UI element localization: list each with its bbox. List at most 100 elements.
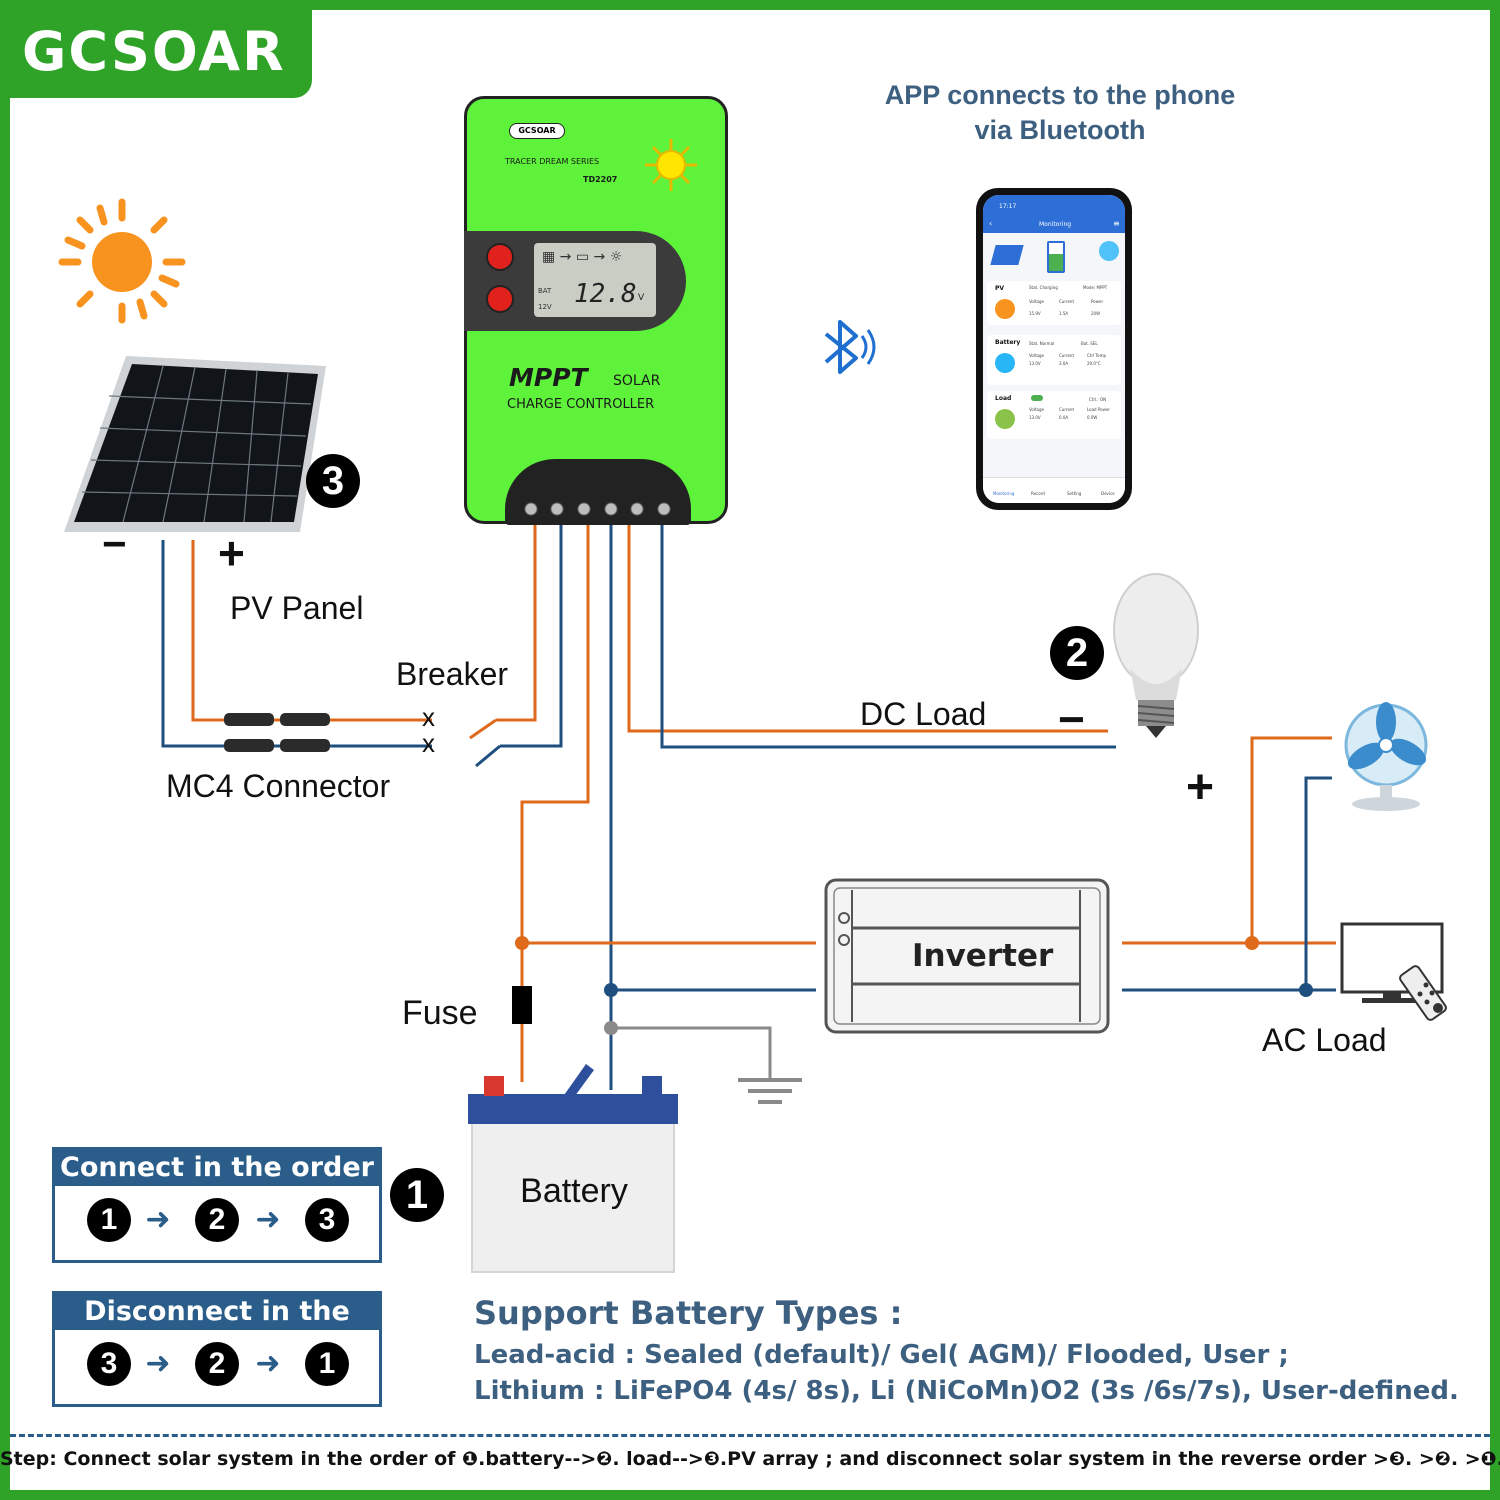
brand-logo: GCSOAR xyxy=(0,0,312,98)
phone-nav-setting[interactable]: Setting xyxy=(1067,491,1082,496)
phone-battery-col-2: Ctrl Temp xyxy=(1087,353,1107,358)
app-caption-line1: APP connects to the phone xyxy=(884,80,1236,110)
breaker-label: Breaker xyxy=(396,656,509,692)
dc-load-label: DC Load xyxy=(860,696,987,732)
phone-nav-device[interactable]: Device xyxy=(1101,491,1115,496)
controller-mppt: MPPT xyxy=(509,363,588,392)
phone-bulb-icon xyxy=(1099,241,1119,261)
phone-bottom-nav xyxy=(983,477,1125,503)
pv-panel-label: PV Panel xyxy=(230,590,364,626)
phone-load-col-1: Current xyxy=(1059,407,1075,412)
phone-load-col-0: Voltage xyxy=(1029,407,1045,412)
phone-battery-icon xyxy=(1047,241,1065,273)
phone-back-icon[interactable]: ‹ xyxy=(989,219,993,228)
footer-divider xyxy=(10,1434,1490,1437)
lcd-value: 12.8 xyxy=(574,279,637,309)
phone-battery-sel: Bat. SEL xyxy=(1081,341,1098,346)
phone-load-label: Load xyxy=(995,395,1012,402)
phone-nav-monitoring[interactable]: Monitoring xyxy=(993,491,1015,496)
controller-sun-icon xyxy=(645,139,697,191)
phone-screen-title: Monitoring xyxy=(1039,221,1072,228)
phone-battery-val-0: 13.0V xyxy=(1029,361,1041,366)
phone-pv-val-2: 20W xyxy=(1091,311,1101,316)
phone-load-val-1: 0.0A xyxy=(1059,415,1069,420)
pv-panel-icon xyxy=(64,356,326,532)
phone-nav-record[interactable]: Record xyxy=(1031,491,1045,496)
disconnect-order-box: Disconnect in the order 3 ➜ 2 ➜ 1 xyxy=(52,1291,382,1407)
phone-load-col-2: Load Power xyxy=(1087,407,1110,412)
phone-pv-mode: Mode: MPPT xyxy=(1083,285,1108,290)
phone-header xyxy=(983,195,1125,233)
phone-time: 17:17 xyxy=(999,203,1017,210)
inverter-label: Inverter xyxy=(912,938,1054,974)
step-marker-2: 2 xyxy=(1050,626,1104,680)
phone-pv-val-0: 15.9V xyxy=(1029,311,1041,316)
ac-load-label: AC Load xyxy=(1262,1022,1387,1058)
connect-step-3: 3 xyxy=(305,1198,349,1242)
phone-pv-val-1: 1.5A xyxy=(1059,311,1069,316)
footer-step-text: Step: Connect solar system in the order … xyxy=(0,1448,1500,1470)
pv-plus-label: + xyxy=(218,527,245,579)
charge-controller: GCSOAR TRACER DREAM SERIES TD2207 ▦ → ▭ … xyxy=(464,96,728,525)
phone-load-val-0: 13.0V xyxy=(1029,415,1041,420)
phone-pv-col-1: Current xyxy=(1059,299,1075,304)
bluetooth-icon xyxy=(824,320,876,374)
arrow-right-icon: ➜ xyxy=(255,1346,281,1381)
phone-load-val-2: 0.0W xyxy=(1087,415,1098,420)
controller-lcd: ▦ → ▭ → ☼ BAT 12V 12.8 V xyxy=(534,243,656,317)
brand-logo-text: GCSOAR xyxy=(22,20,286,83)
disconnect-order-sequence: 3 ➜ 2 ➜ 1 xyxy=(55,1342,379,1392)
smartphone: 17:17 ‹ Monitoring ≡ PV Stat. Charging M… xyxy=(976,188,1132,510)
lcd-bat-label: BAT xyxy=(538,287,552,295)
fan-icon xyxy=(1344,702,1428,811)
phone-battery-circle xyxy=(995,353,1015,373)
terminal-screws xyxy=(524,502,671,516)
fuse-icon xyxy=(512,986,532,1024)
phone-load-circle xyxy=(995,409,1015,429)
dc-load-minus-label: − xyxy=(1058,693,1085,745)
support-title: Support Battery Types : xyxy=(474,1294,903,1332)
connect-order-title: Connect in the order xyxy=(55,1150,379,1186)
phone-pv-col-0: Voltage xyxy=(1029,299,1045,304)
battery-label: Battery xyxy=(520,1172,628,1210)
breaker-icon xyxy=(469,718,501,768)
phone-menu-icon[interactable]: ≡ xyxy=(1113,219,1120,228)
step-marker-3: 3 xyxy=(306,454,360,508)
phone-screen: 17:17 ‹ Monitoring ≡ PV Stat. Charging M… xyxy=(983,195,1125,503)
app-caption-line2: via Bluetooth xyxy=(974,115,1146,145)
arrow-right-icon: ➜ xyxy=(145,1346,171,1381)
pv-minus-label: − xyxy=(102,520,127,567)
phone-battery-val-1: 3.0A xyxy=(1059,361,1069,366)
ac-plus-label: + xyxy=(1186,761,1215,814)
breaker-x-top: x xyxy=(422,702,435,732)
phone-battery-col-0: Voltage xyxy=(1029,353,1045,358)
mc4-connector-label: MC4 Connector xyxy=(166,768,391,804)
disconnect-order-title: Disconnect in the order xyxy=(55,1294,379,1363)
phone-pv-icon xyxy=(990,245,1024,265)
phone-pv-label: PV xyxy=(995,285,1005,292)
phone-load-toggle[interactable] xyxy=(1031,395,1043,401)
connect-order-box: Connect in the order 1 ➜ 2 ➜ 3 xyxy=(52,1147,382,1263)
phone-battery-label: Battery xyxy=(995,339,1021,346)
disconnect-step-3: 3 xyxy=(87,1342,131,1386)
breaker-x-bottom: x xyxy=(422,728,435,758)
step-marker-1: 1 xyxy=(390,1168,444,1222)
controller-button-bottom[interactable] xyxy=(486,285,514,313)
app-bluetooth-caption: APP connects to the phone via Bluetooth xyxy=(840,78,1280,148)
connect-step-2: 2 xyxy=(195,1198,239,1242)
phone-load-ctrl: Ctrl.: ON xyxy=(1089,397,1107,402)
controller-button-top[interactable] xyxy=(486,243,514,271)
phone-battery-stat: Stat. Normal xyxy=(1029,341,1055,346)
mc4-connector-icon xyxy=(224,713,330,752)
phone-pv-circle xyxy=(995,299,1015,319)
phone-battery-col-1: Current xyxy=(1059,353,1075,358)
connect-order-sequence: 1 ➜ 2 ➜ 3 xyxy=(55,1198,379,1248)
light-bulb-icon xyxy=(1113,573,1199,738)
arrow-right-icon: ➜ xyxy=(255,1202,281,1237)
remote-control-icon xyxy=(1399,965,1447,1021)
controller-model: TD2207 xyxy=(583,175,618,184)
phone-battery-val-2: 29.0°C xyxy=(1087,361,1101,366)
disconnect-step-1: 1 xyxy=(305,1342,349,1386)
inverter-icon xyxy=(824,878,1110,1034)
